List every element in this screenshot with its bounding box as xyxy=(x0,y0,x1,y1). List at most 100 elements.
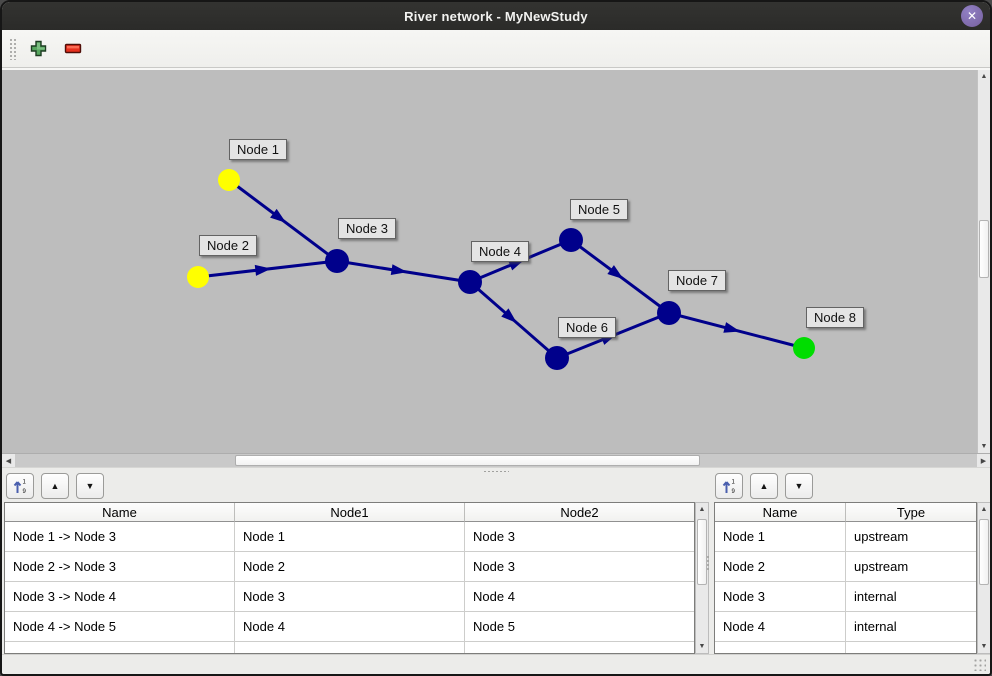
scroll-down-button[interactable]: ▼ xyxy=(980,443,988,450)
table-cell[interactable]: upstream xyxy=(846,552,976,582)
nodes-move-up-button[interactable]: ▲ xyxy=(750,473,778,499)
node-label[interactable]: Node 6 xyxy=(558,317,616,338)
canvas-table-splitter[interactable] xyxy=(2,468,990,474)
network-node[interactable] xyxy=(545,346,569,370)
canvas-vscroll-thumb[interactable] xyxy=(979,220,989,278)
network-canvas[interactable]: Node 1 Node 2 Node 3 Node 4 Node 5 Node 6 Node… xyxy=(2,70,977,453)
table-cell[interactable]: Node 2 xyxy=(235,552,465,582)
reaches-move-up-button[interactable]: ▲ xyxy=(41,473,69,499)
table-cell[interactable] xyxy=(465,642,694,653)
node-label[interactable]: Node 7 xyxy=(668,270,726,291)
table-cell[interactable]: Node 3 xyxy=(465,522,694,552)
sort-ascending-icon: 1 9 xyxy=(13,480,27,494)
add-button[interactable] xyxy=(25,36,51,62)
table-cell[interactable]: Node 3 xyxy=(465,552,694,582)
table-cell[interactable] xyxy=(5,642,235,653)
table-cell[interactable]: internal xyxy=(846,582,976,612)
reaches-table-scrollbar[interactable]: ▲ ▼ xyxy=(695,502,709,654)
table-cell[interactable]: Node 3 xyxy=(235,582,465,612)
table-cell[interactable]: Node 2 -> Node 3 xyxy=(5,552,235,582)
column-header[interactable]: Type xyxy=(846,503,976,522)
splitter-grip-icon xyxy=(483,469,509,473)
toolbar xyxy=(2,30,990,68)
scroll-left-button[interactable]: ◀ xyxy=(2,454,15,467)
node-label[interactable]: Node 2 xyxy=(199,235,257,256)
table-cell[interactable]: Node 1 xyxy=(715,522,846,552)
reaches-sort-button[interactable]: 1 9 xyxy=(6,473,34,499)
scroll-right-button[interactable]: ▶ xyxy=(977,454,990,467)
table-cell[interactable] xyxy=(235,642,465,653)
table-cell[interactable]: Node 4 xyxy=(715,612,846,642)
canvas-hscroll-thumb[interactable] xyxy=(235,455,700,466)
scroll-up-button[interactable]: ▲ xyxy=(980,73,988,80)
nodes-table-scrollbar[interactable]: ▲ ▼ xyxy=(977,502,990,654)
canvas-hscrollbar[interactable]: ◀ ▶ xyxy=(2,453,990,468)
svg-text:1: 1 xyxy=(23,480,27,486)
column-header[interactable]: Name xyxy=(5,503,235,522)
table-cell[interactable]: Node 4 xyxy=(465,582,694,612)
network-node[interactable] xyxy=(458,270,482,294)
table-panel-splitter[interactable] xyxy=(706,555,711,571)
scroll-down-button[interactable]: ▼ xyxy=(698,643,706,650)
network-node[interactable] xyxy=(187,266,209,288)
scroll-up-button[interactable]: ▲ xyxy=(698,506,706,513)
table-cell[interactable]: Node 3 -> Node 4 xyxy=(5,582,235,612)
node-label[interactable]: Node 4 xyxy=(471,241,529,262)
canvas-vscrollbar[interactable]: ▲ ▼ xyxy=(977,70,990,453)
network-node[interactable] xyxy=(218,169,240,191)
reaches-toolbar: 1 9 ▲ ▼ xyxy=(6,473,104,501)
node-label[interactable]: Node 5 xyxy=(570,199,628,220)
nodes-sort-button[interactable]: 1 9 xyxy=(715,473,743,499)
resize-grip-icon[interactable] xyxy=(973,658,986,671)
table-cell[interactable]: Node 1 xyxy=(235,522,465,552)
titlebar[interactable]: River network - MyNewStudy ✕ xyxy=(2,2,990,30)
table-cell[interactable]: internal xyxy=(846,612,976,642)
toolbar-grip-icon[interactable] xyxy=(9,37,16,60)
table-cell[interactable]: Node 4 xyxy=(235,612,465,642)
table-cell[interactable] xyxy=(715,642,846,653)
table-cell[interactable]: Node 4 -> Node 5 xyxy=(5,612,235,642)
column-header[interactable]: Name xyxy=(715,503,846,522)
edge-arrow-icon xyxy=(607,265,624,280)
node-label[interactable]: Node 1 xyxy=(229,139,287,160)
column-header[interactable]: Node1 xyxy=(235,503,465,522)
scroll-down-button[interactable]: ▼ xyxy=(980,643,988,650)
nodes-scroll-thumb[interactable] xyxy=(979,519,989,585)
status-bar xyxy=(2,654,990,674)
table-row[interactable] xyxy=(5,642,694,653)
up-triangle-icon: ▲ xyxy=(759,481,769,491)
table-row[interactable] xyxy=(715,642,976,653)
network-node[interactable] xyxy=(657,301,681,325)
reaches-scroll-thumb[interactable] xyxy=(697,519,707,585)
node-label[interactable]: Node 8 xyxy=(806,307,864,328)
reaches-move-down-button[interactable]: ▼ xyxy=(76,473,104,499)
column-header[interactable]: Node2 xyxy=(465,503,694,522)
network-node[interactable] xyxy=(793,337,815,359)
remove-button[interactable] xyxy=(60,36,86,62)
nodes-move-down-button[interactable]: ▼ xyxy=(785,473,813,499)
close-button[interactable]: ✕ xyxy=(961,5,983,27)
table-cell[interactable]: Node 1 -> Node 3 xyxy=(5,522,235,552)
network-node[interactable] xyxy=(325,249,349,273)
node-label[interactable]: Node 3 xyxy=(338,218,396,239)
table-cell[interactable]: Node 3 xyxy=(715,582,846,612)
table-cell[interactable]: upstream xyxy=(846,522,976,552)
table-cell[interactable]: Node 2 xyxy=(715,552,846,582)
edge-arrow-icon xyxy=(723,322,741,333)
network-node[interactable] xyxy=(559,228,583,252)
table-cell[interactable] xyxy=(846,642,976,653)
scroll-up-button[interactable]: ▲ xyxy=(980,506,988,513)
table-cell[interactable]: Node 5 xyxy=(465,612,694,642)
